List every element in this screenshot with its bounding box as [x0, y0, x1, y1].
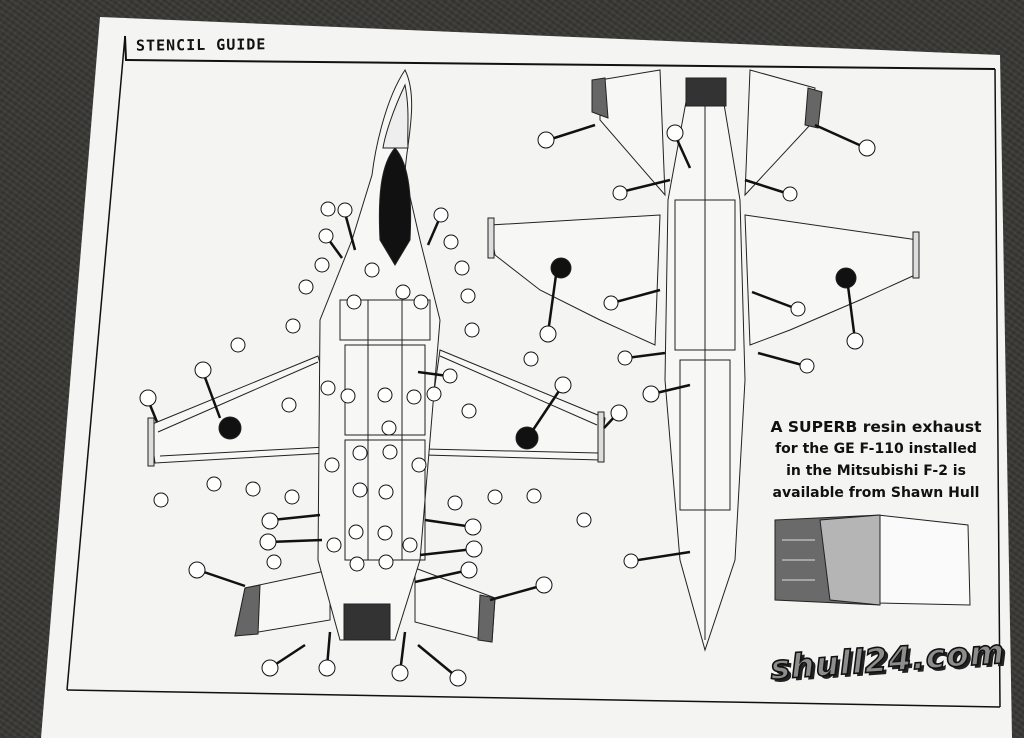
callout-gg	[318, 631, 336, 677]
callout-ff	[391, 631, 409, 682]
exhaust-nozzle	[343, 603, 391, 641]
aircraft-top-view	[147, 69, 606, 643]
roundel	[218, 416, 242, 440]
top-view-callouts	[139, 201, 628, 687]
sheet-title: STENCIL GUIDE	[135, 35, 267, 55]
callout-x	[417, 368, 458, 384]
callout-y	[194, 361, 222, 419]
canopy	[378, 147, 412, 266]
promo-line-4: available from Shawn Hull	[772, 485, 980, 501]
callout-a	[539, 274, 558, 343]
sheet-border	[66, 35, 1001, 708]
callout-z	[603, 404, 628, 429]
callout-pp	[666, 124, 692, 169]
callout-hh	[261, 643, 306, 677]
callout-ee	[417, 644, 467, 687]
paper	[41, 17, 1012, 738]
callout-ll	[139, 389, 159, 423]
under-exhaust	[685, 77, 727, 107]
callout-mm	[642, 383, 691, 403]
callout-w	[337, 202, 357, 251]
callout-w	[318, 228, 344, 259]
bottom-view-callouts	[537, 123, 876, 569]
callout-dd	[489, 576, 553, 602]
promo-line-3: in the Mitsubishi F-2 is	[786, 463, 966, 479]
promo-text: A SUPERB resin exhaust for the GE F-110 …	[760, 416, 992, 504]
under-roundel	[835, 267, 857, 289]
promo-line-2: for the GE F-110 installed	[775, 441, 977, 457]
callout-a	[846, 285, 864, 350]
exhaust-product-illustration	[774, 514, 971, 606]
callout-aa	[424, 518, 482, 536]
callout-kk	[261, 512, 321, 530]
roundel	[515, 426, 539, 450]
promo-line-1: A SUPERB resin exhaust	[770, 418, 982, 436]
aircraft-bottom-view	[487, 69, 920, 652]
callout-numeric	[603, 178, 815, 569]
callout-nn	[537, 123, 596, 149]
callout-oo	[814, 123, 876, 157]
callout-numeric	[153, 201, 592, 572]
callout-bb	[419, 540, 483, 558]
callout-jj	[259, 533, 323, 551]
callout-ii	[188, 561, 246, 588]
under-roundel	[550, 257, 572, 279]
callout-cc	[414, 561, 478, 584]
callout-y	[531, 376, 572, 431]
callout-w	[426, 207, 449, 246]
